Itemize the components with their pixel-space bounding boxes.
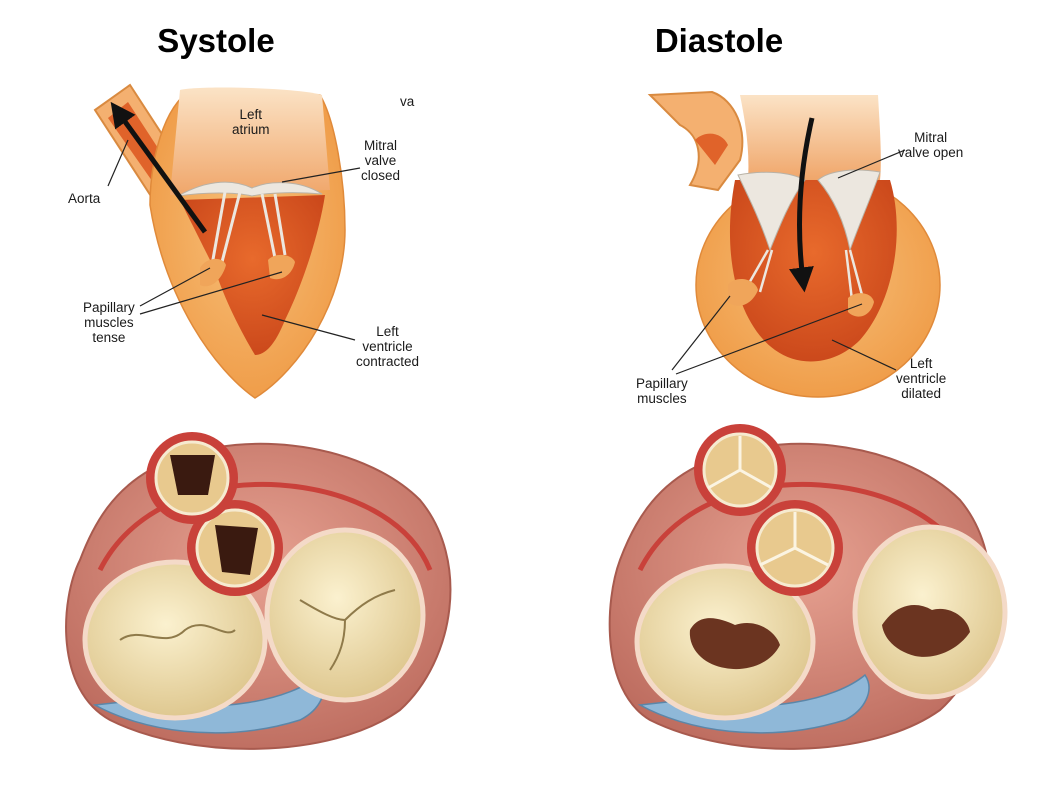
label-mitral-valve-closed: Mitral valve closed	[361, 138, 401, 183]
diastole-chordae	[746, 249, 864, 301]
systole-chordae	[210, 191, 287, 266]
diastole-valve-plane	[608, 424, 1008, 750]
systole-heart-section	[93, 83, 361, 399]
label-mitral-valve-open: Mitral valve open	[898, 130, 964, 160]
diastole-leader-lines	[671, 149, 906, 375]
systole-left-atrium	[170, 87, 330, 195]
systole-aortic-opening	[215, 525, 258, 575]
systole-mitral-annulus	[82, 559, 268, 721]
label-papillary-muscles-tense: Papillary muscles tense	[83, 300, 135, 345]
label-cropped-fragment: va	[400, 94, 415, 109]
systole-leader-lines	[107, 139, 361, 341]
diastole-mitral-opening	[689, 618, 780, 670]
systole-flow-arrow	[110, 101, 208, 234]
systole-mitral-valve	[177, 181, 323, 197]
systole-papillary-right	[268, 254, 295, 280]
systole-tricuspid-annulus	[264, 527, 426, 703]
label-papillary-muscles: Papillary muscles	[636, 376, 688, 406]
systole-pulmonary-opening	[170, 455, 215, 495]
diastole-mitral-valve	[737, 171, 806, 252]
label-left-ventricle-dilated: Left ventricle dilated	[896, 356, 947, 401]
systole-title: Systole	[157, 22, 275, 59]
label-left-atrium: Left atrium	[232, 107, 270, 137]
diastole-tricuspid-opening	[882, 605, 970, 657]
diastole-heart-section	[647, 90, 941, 398]
diastole-flow-arrow	[789, 117, 815, 293]
diastole-title: Diastole	[654, 22, 784, 59]
label-left-ventricle-contracted: Left ventricle contracted	[356, 324, 420, 369]
systole-papillary-left	[200, 258, 226, 287]
label-aorta: Aorta	[68, 191, 101, 206]
diastole-papillary-left	[728, 278, 758, 306]
systole-valve-plane	[65, 432, 452, 750]
